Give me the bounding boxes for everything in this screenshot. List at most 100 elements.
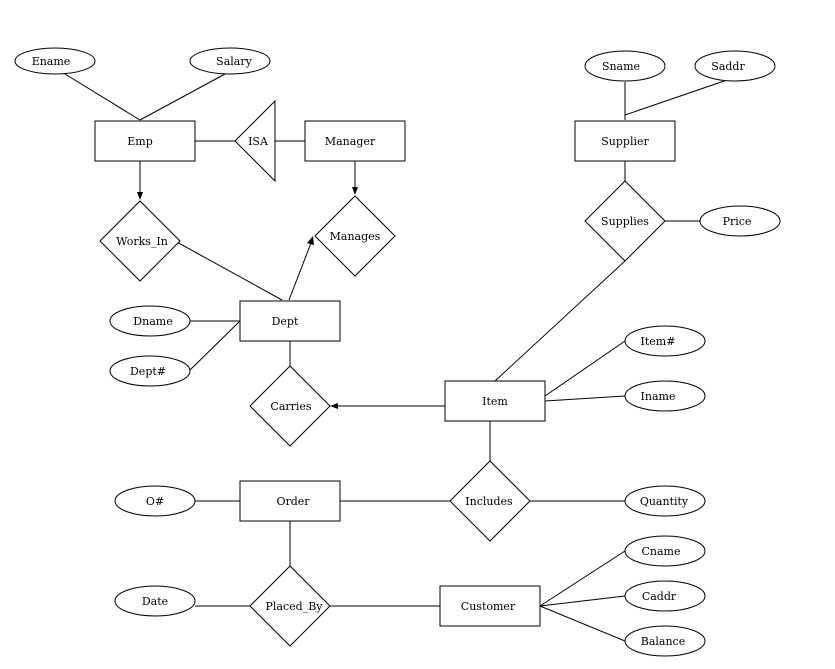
attribute-sname[interactable]: Sname bbox=[584, 50, 666, 82]
relationship-manages[interactable]: Manages bbox=[314, 195, 396, 277]
arrowhead-manages-manager bbox=[352, 187, 358, 195]
attribute-date[interactable]: Date bbox=[114, 585, 196, 617]
relationship-label: Includes bbox=[465, 495, 513, 508]
attribute-salary[interactable]: Salary bbox=[189, 47, 271, 75]
attribute-balance[interactable]: Balance bbox=[624, 625, 706, 657]
edge-salary-emp bbox=[139, 73, 226, 121]
edge-works-in-dept bbox=[174, 240, 283, 301]
attribute-dname[interactable]: Dname bbox=[109, 305, 191, 337]
isa-label: ISA bbox=[248, 135, 269, 148]
attribute-quantity[interactable]: Quantity bbox=[624, 485, 706, 517]
attribute-ellipse bbox=[114, 585, 196, 617]
attribute-price[interactable]: Price bbox=[699, 205, 781, 237]
edge-customer-caddr bbox=[539, 595, 626, 607]
entity-customer[interactable]: Customer bbox=[439, 585, 541, 627]
edges bbox=[64, 73, 731, 642]
relationship-label: Carries bbox=[270, 400, 312, 413]
attribute-label: Ename bbox=[32, 55, 71, 68]
attribute-ellipse bbox=[624, 380, 706, 412]
relationship-label: Works_In bbox=[116, 235, 168, 248]
attribute-saddr[interactable]: Saddr bbox=[694, 50, 776, 82]
attribute-ellipse bbox=[699, 205, 781, 237]
relationship-works-in[interactable]: Works_In bbox=[99, 200, 181, 282]
entity-dept[interactable]: Dept bbox=[239, 300, 341, 342]
attribute-ellipse bbox=[624, 625, 706, 657]
attribute-label: Salary bbox=[216, 55, 252, 68]
attribute-dept-no[interactable]: Dept# bbox=[109, 355, 191, 387]
relationship-carries[interactable]: Carries bbox=[249, 365, 331, 447]
attribute-label: Cname bbox=[642, 545, 681, 558]
attribute-label: Saddr bbox=[711, 60, 745, 73]
entity-label: Order bbox=[276, 495, 310, 508]
edge-saddr-supplier bbox=[624, 78, 731, 116]
attribute-ellipse bbox=[624, 325, 706, 357]
entity-box bbox=[239, 300, 341, 342]
attribute-ellipse bbox=[109, 355, 191, 387]
entity-supplier[interactable]: Supplier bbox=[574, 120, 676, 162]
attribute-ellipse bbox=[624, 535, 706, 567]
relationship-includes[interactable]: Includes bbox=[449, 460, 531, 542]
relationship-diamond bbox=[449, 460, 531, 542]
relationship-supplies[interactable]: Supplies bbox=[584, 180, 666, 262]
attribute-ellipse bbox=[584, 50, 666, 82]
edge-item-itemno bbox=[544, 340, 626, 397]
attribute-ellipse bbox=[624, 580, 706, 612]
attribute-label: Caddr bbox=[642, 590, 677, 603]
edge-supplies-item bbox=[494, 260, 626, 382]
arrowhead-works-in bbox=[137, 192, 143, 200]
attribute-label: Sname bbox=[602, 60, 640, 73]
relationship-placed-by[interactable]: Placed_By bbox=[249, 565, 331, 647]
entity-item[interactable]: Item bbox=[444, 380, 546, 422]
relationship-diamond bbox=[249, 365, 331, 447]
attribute-ellipse bbox=[114, 485, 196, 517]
entity-order[interactable]: Order bbox=[239, 480, 341, 522]
relationship-label: Supplies bbox=[601, 215, 649, 228]
entity-label: Item bbox=[482, 395, 508, 408]
attribute-label: Date bbox=[142, 595, 168, 608]
entity-label: Emp bbox=[127, 135, 153, 148]
arrowhead-carries bbox=[330, 403, 338, 409]
attribute-label: Price bbox=[723, 215, 752, 228]
arrowheads bbox=[137, 187, 358, 409]
entity-label: Manager bbox=[325, 135, 376, 148]
attribute-label: Dept# bbox=[130, 365, 166, 378]
entity-box bbox=[94, 120, 196, 162]
entity-box bbox=[439, 585, 541, 627]
attribute-caddr[interactable]: Caddr bbox=[624, 580, 706, 612]
entity-emp[interactable]: Emp bbox=[94, 120, 196, 162]
attribute-ellipse bbox=[14, 47, 96, 75]
attribute-label: Item# bbox=[641, 335, 676, 348]
entity-manager[interactable]: Manager bbox=[304, 120, 406, 162]
arrowhead-manages-dept bbox=[307, 236, 314, 245]
attribute-iname[interactable]: Iname bbox=[624, 380, 706, 412]
entity-box bbox=[444, 380, 546, 422]
entity-box bbox=[304, 120, 406, 162]
relationship-diamond bbox=[99, 200, 181, 282]
attribute-item-no[interactable]: Item# bbox=[624, 325, 706, 357]
entity-label: Supplier bbox=[601, 135, 649, 148]
isa-triangle[interactable]: ISA bbox=[234, 99, 276, 183]
edge-item-iname bbox=[544, 395, 626, 402]
attribute-ellipse bbox=[624, 485, 706, 517]
attribute-ellipse bbox=[189, 47, 271, 75]
relationship-label: Placed_By bbox=[266, 600, 324, 613]
attribute-order-no[interactable]: O# bbox=[114, 485, 196, 517]
attribute-cname[interactable]: Cname bbox=[624, 535, 706, 567]
attribute-label: O# bbox=[146, 495, 164, 508]
entity-box bbox=[239, 480, 341, 522]
attribute-label: Quantity bbox=[640, 495, 689, 508]
attribute-ename[interactable]: Ename bbox=[14, 47, 96, 75]
edge-customer-balance bbox=[539, 605, 626, 642]
relationship-diamond bbox=[584, 180, 666, 262]
attribute-label: Iname bbox=[641, 390, 676, 403]
edge-ename-emp bbox=[64, 73, 141, 121]
entity-label: Customer bbox=[461, 600, 516, 613]
relationship-diamond bbox=[249, 565, 331, 647]
entity-label: Dept bbox=[272, 315, 299, 328]
isa-shape bbox=[234, 99, 276, 183]
edge-customer-cname bbox=[539, 550, 626, 607]
edge-deptno-dept bbox=[188, 320, 241, 372]
attribute-ellipse bbox=[694, 50, 776, 82]
attribute-label: Dname bbox=[133, 315, 172, 328]
